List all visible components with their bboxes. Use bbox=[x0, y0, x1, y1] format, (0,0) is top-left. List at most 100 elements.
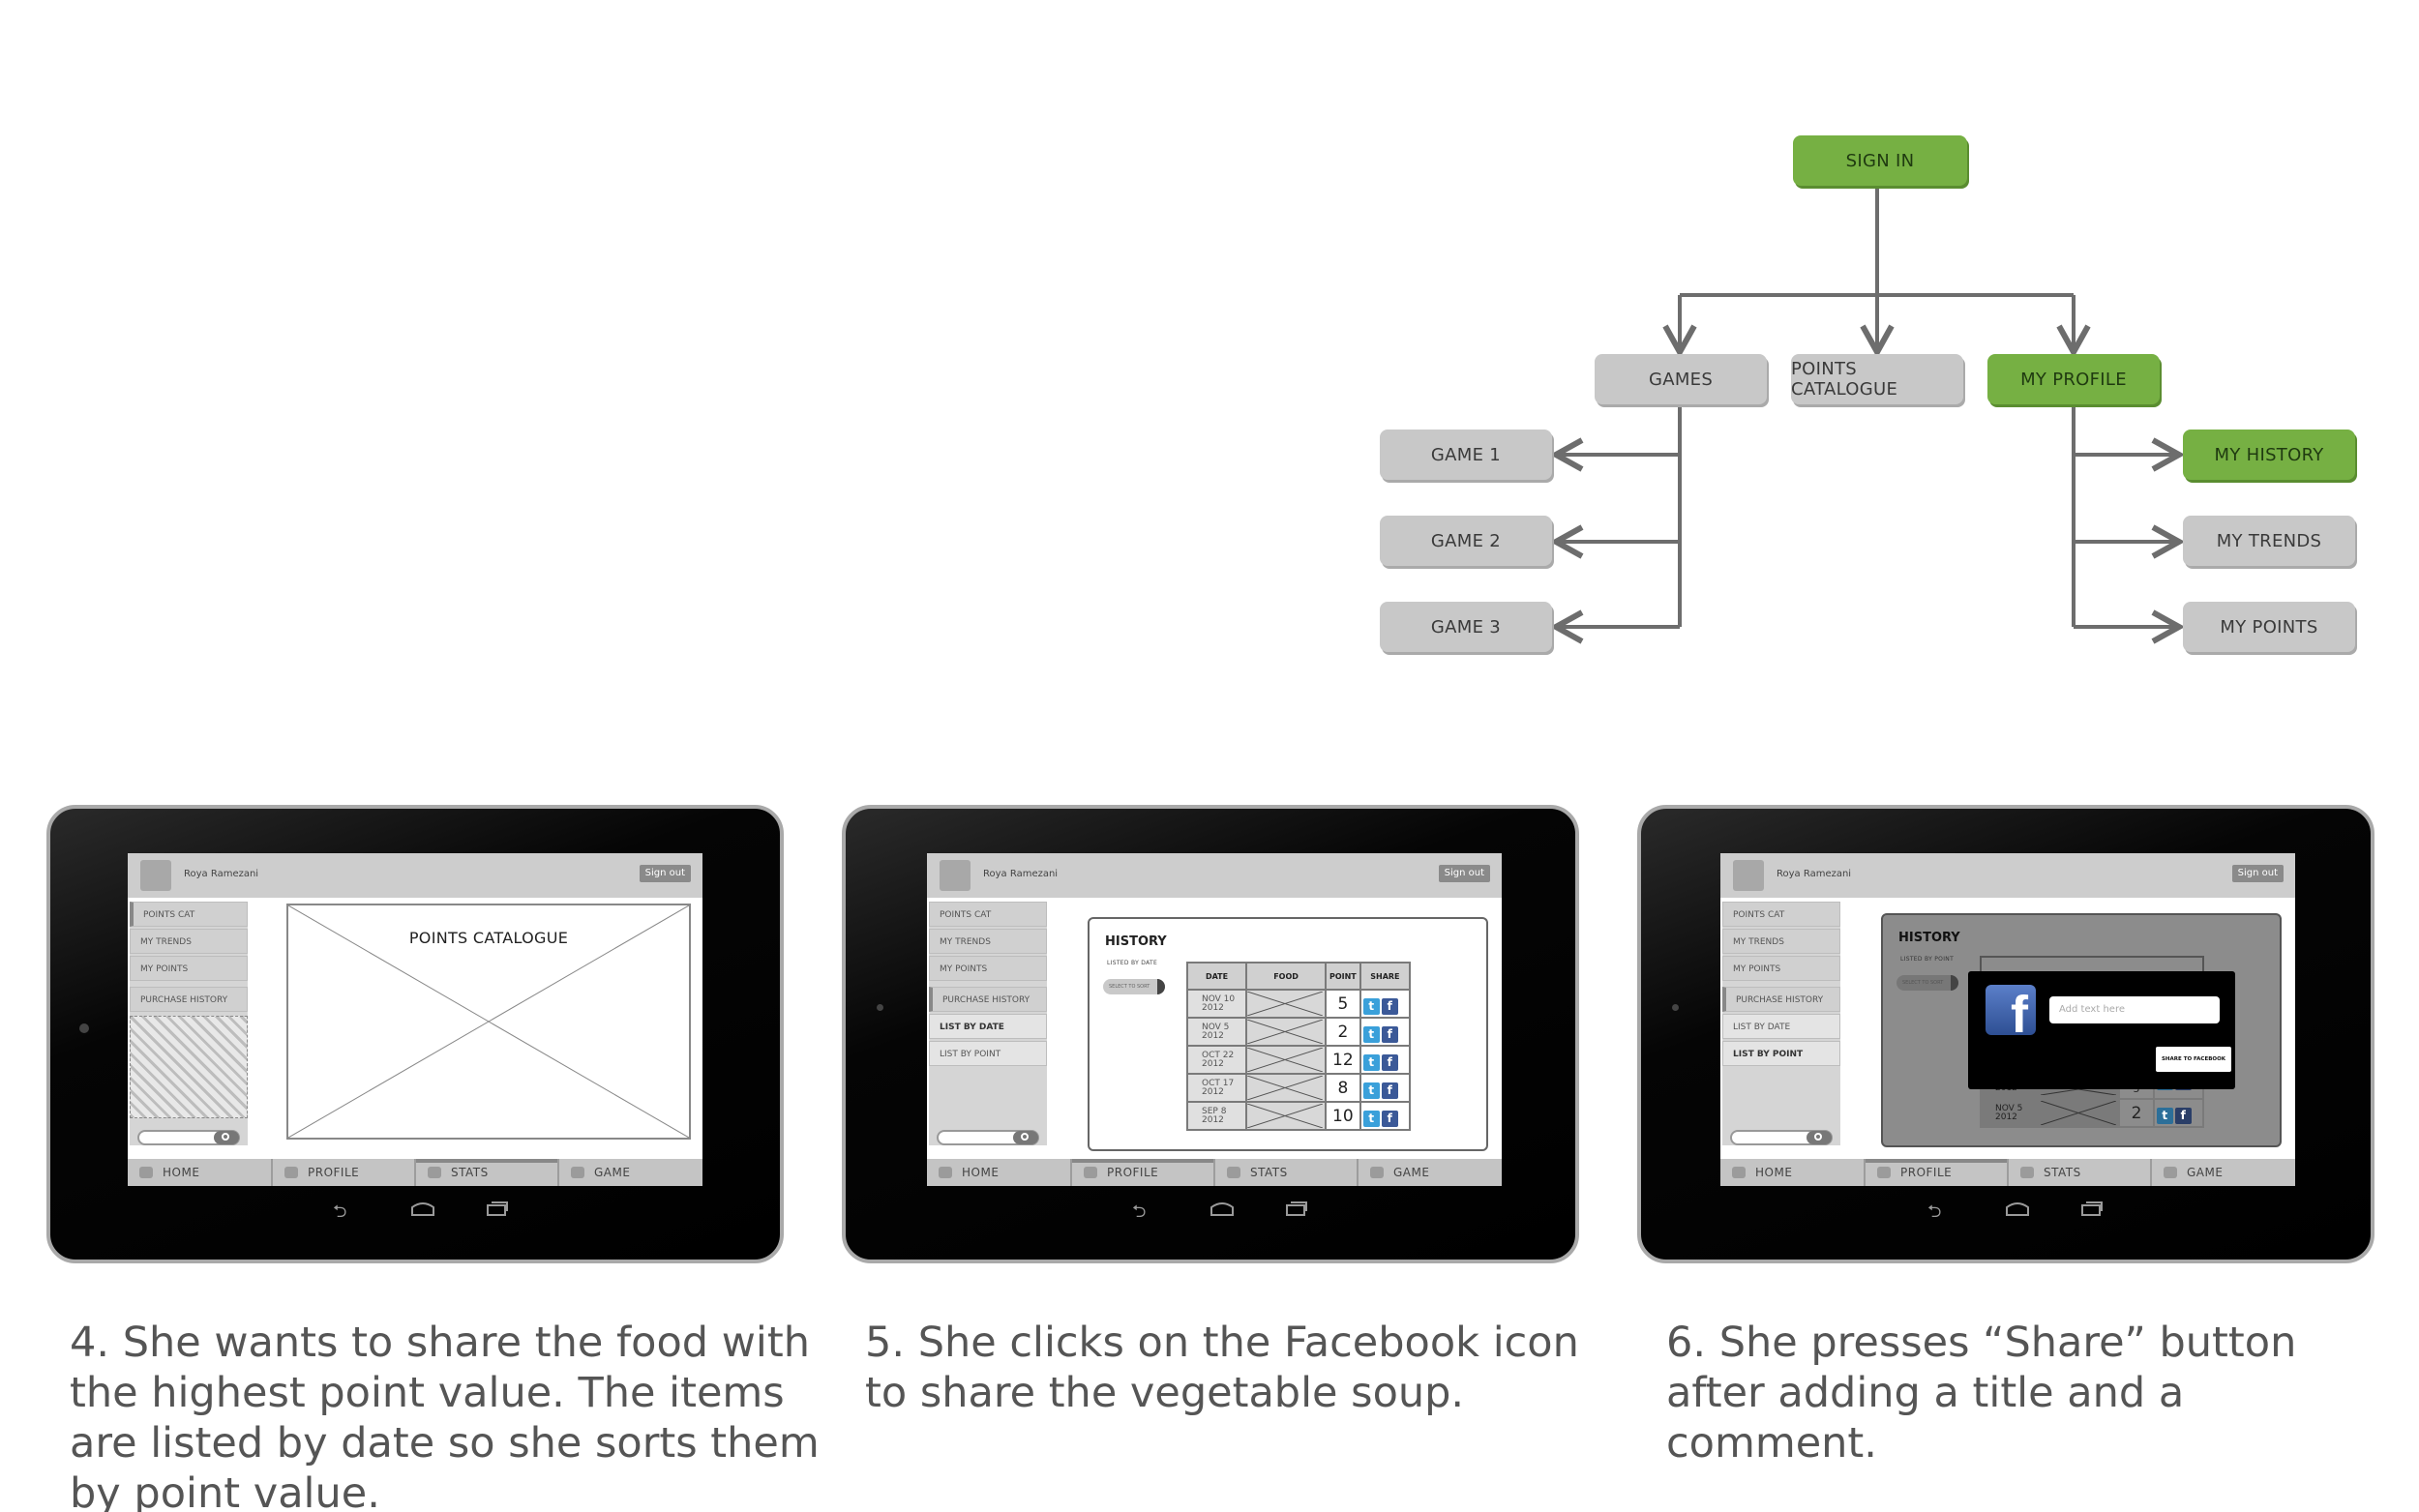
twitter-icon[interactable]: t bbox=[2156, 1107, 2173, 1124]
side-item-my-points[interactable]: MY POINTS bbox=[929, 956, 1047, 981]
side-item-my-trends[interactable]: MY TRENDS bbox=[929, 929, 1047, 954]
food-image-placeholder bbox=[1245, 989, 1327, 1019]
food-image-placeholder bbox=[1245, 1045, 1327, 1075]
col-date: DATE bbox=[1185, 962, 1248, 991]
back-icon[interactable]: ⮌ bbox=[1927, 1201, 1942, 1222]
tab-stats[interactable]: STATS bbox=[1213, 1159, 1357, 1186]
history-panel: HISTORY LISTED BY DATE SELECT TO SORT DA… bbox=[1088, 917, 1488, 1151]
side-slider[interactable] bbox=[137, 1130, 240, 1145]
tab-game-label: GAME bbox=[594, 1166, 631, 1179]
bottom-nav: HOME PROFILE STATS GAME bbox=[1720, 1159, 2295, 1186]
side-menu: POINTS CAT MY TRENDS MY POINTS PURCHASE … bbox=[929, 902, 1047, 1145]
side-item-purchase-history[interactable]: PURCHASE HISTORY bbox=[929, 987, 1047, 1012]
facebook-icon[interactable]: f bbox=[2174, 1107, 2192, 1124]
tab-profile[interactable]: PROFILE bbox=[1070, 1159, 1215, 1186]
points-catalogue-placeholder: POINTS CATALOGUE bbox=[286, 904, 691, 1140]
node-points-catalogue: POINTS CATALOGUE bbox=[1791, 354, 1963, 404]
tablet-camera bbox=[1672, 1004, 1679, 1011]
slider-knob[interactable] bbox=[214, 1131, 239, 1144]
tab-profile[interactable]: PROFILE bbox=[271, 1159, 414, 1186]
home-icon[interactable] bbox=[1210, 1201, 1235, 1217]
slider-knob[interactable] bbox=[1807, 1131, 1832, 1144]
app-header: Roya Ramezani Sign out bbox=[1720, 853, 2295, 898]
sign-out-button[interactable]: Sign out bbox=[1438, 865, 1490, 882]
tab-game[interactable]: GAME bbox=[1357, 1159, 1500, 1186]
facebook-icon[interactable]: f bbox=[1381, 1025, 1398, 1043]
side-item-my-trends[interactable]: MY TRENDS bbox=[1722, 929, 1840, 954]
side-item-my-trends[interactable]: MY TRENDS bbox=[130, 929, 248, 954]
history-sort-label: LISTED BY POINT bbox=[1900, 956, 1955, 963]
tab-stats[interactable]: STATS bbox=[2007, 1159, 2150, 1186]
placeholder-cross bbox=[288, 905, 689, 1138]
recents-icon[interactable] bbox=[2080, 1200, 2104, 1217]
stats-tab-icon bbox=[2020, 1167, 2034, 1178]
side-item-list-by-date[interactable]: LIST BY DATE bbox=[929, 1014, 1047, 1039]
facebook-share-dialog: f Add text here SHARE TO FACEBOOK bbox=[1968, 971, 2235, 1089]
screen-history-share-modal: Roya Ramezani Sign out POINTS CAT MY TRE… bbox=[1720, 853, 2295, 1186]
sign-out-button[interactable]: Sign out bbox=[639, 865, 691, 882]
facebook-icon[interactable]: f bbox=[1381, 1053, 1398, 1071]
side-item-list-by-point[interactable]: LIST BY POINT bbox=[1722, 1041, 1840, 1066]
facebook-icon[interactable]: f bbox=[1381, 997, 1398, 1015]
col-share: SHARE bbox=[1359, 962, 1412, 991]
back-icon[interactable]: ⮌ bbox=[1132, 1201, 1147, 1222]
node-sign-in: SIGN IN bbox=[1793, 135, 1967, 186]
node-my-trends: MY TRENDS bbox=[2183, 516, 2355, 566]
side-item-points-cat[interactable]: POINTS CAT bbox=[929, 902, 1047, 927]
facebook-icon[interactable]: f bbox=[1381, 1110, 1398, 1127]
sort-button[interactable]: SELECT TO SORT bbox=[1103, 979, 1165, 994]
twitter-icon[interactable]: t bbox=[1362, 1025, 1380, 1043]
facebook-icon[interactable]: f bbox=[1381, 1082, 1398, 1099]
avatar[interactable] bbox=[140, 860, 171, 891]
tab-game[interactable]: GAME bbox=[2150, 1159, 2293, 1186]
tab-home[interactable]: HOME bbox=[128, 1159, 271, 1186]
row-points: 5 bbox=[1325, 989, 1361, 1019]
sort-button[interactable]: SELECT TO SORT bbox=[1896, 975, 1958, 991]
tab-profile[interactable]: PROFILE bbox=[1864, 1159, 2009, 1186]
profile-tab-icon bbox=[1877, 1167, 1891, 1178]
back-icon[interactable]: ⮌ bbox=[333, 1201, 347, 1222]
recents-icon[interactable] bbox=[1285, 1200, 1308, 1217]
home-icon[interactable] bbox=[2005, 1201, 2030, 1217]
side-item-purchase-history[interactable]: PURCHASE HISTORY bbox=[130, 987, 248, 1012]
share-comment-input[interactable]: Add text here bbox=[2049, 996, 2220, 1023]
side-item-purchase-history[interactable]: PURCHASE HISTORY bbox=[1722, 987, 1840, 1012]
twitter-icon[interactable]: t bbox=[1362, 1110, 1380, 1127]
tab-home[interactable]: HOME bbox=[1720, 1159, 1864, 1186]
twitter-icon[interactable]: t bbox=[1362, 1082, 1380, 1099]
side-scroll-area[interactable] bbox=[130, 1016, 248, 1118]
slider-knob[interactable] bbox=[1013, 1131, 1038, 1144]
share-to-facebook-button[interactable]: SHARE TO FACEBOOK bbox=[2156, 1047, 2231, 1072]
tab-game[interactable]: GAME bbox=[557, 1159, 701, 1186]
home-icon[interactable] bbox=[410, 1201, 435, 1217]
side-item-my-points[interactable]: MY POINTS bbox=[130, 956, 248, 981]
tab-home[interactable]: HOME bbox=[927, 1159, 1070, 1186]
tablet-camera bbox=[79, 1023, 89, 1033]
sign-out-button[interactable]: Sign out bbox=[2231, 865, 2284, 882]
tab-profile-label: PROFILE bbox=[1900, 1166, 1953, 1179]
table-header-row: DATE FOOD POINT SHARE bbox=[1185, 962, 1412, 991]
avatar[interactable] bbox=[1733, 860, 1764, 891]
bottom-nav: HOME PROFILE STATS GAME bbox=[927, 1159, 1502, 1186]
twitter-icon[interactable]: t bbox=[1362, 997, 1380, 1015]
node-my-profile: MY PROFILE bbox=[1987, 354, 2160, 404]
side-item-list-by-point[interactable]: LIST BY POINT bbox=[929, 1041, 1047, 1066]
side-item-list-by-date[interactable]: LIST BY DATE bbox=[1722, 1014, 1840, 1039]
side-item-points-cat[interactable]: POINTS CAT bbox=[1722, 902, 1840, 927]
twitter-icon[interactable]: t bbox=[1362, 1053, 1380, 1071]
avatar[interactable] bbox=[940, 860, 971, 891]
tab-stats[interactable]: STATS bbox=[414, 1159, 559, 1186]
row-points: 10 bbox=[1325, 1101, 1361, 1131]
tab-stats-label: STATS bbox=[1250, 1166, 1288, 1179]
side-slider[interactable] bbox=[1730, 1130, 1833, 1145]
side-slider[interactable] bbox=[937, 1130, 1039, 1145]
user-name: Roya Ramezani bbox=[184, 869, 259, 879]
side-item-my-points[interactable]: MY POINTS bbox=[1722, 956, 1840, 981]
side-item-points-cat[interactable]: POINTS CAT bbox=[130, 902, 248, 927]
recents-icon[interactable] bbox=[486, 1200, 509, 1217]
